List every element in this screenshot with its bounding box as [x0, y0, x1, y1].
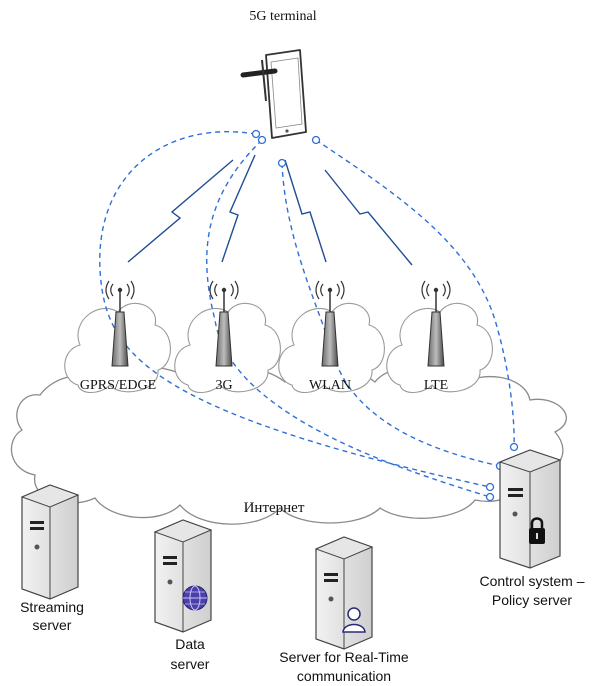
dashed-link-wlan — [281, 162, 501, 467]
control-server-label: Control system – Policy server — [479, 572, 584, 610]
network-label-wlan: WLAN — [309, 378, 351, 393]
data-server-label-line1: Data — [175, 636, 205, 652]
lock-icon — [529, 517, 545, 544]
dashed-link-lte — [315, 139, 515, 448]
streaming-server-label: Streaming server — [20, 598, 84, 634]
network-label-3g: 3G — [215, 378, 233, 393]
endpoint-terminal-2 — [257, 135, 267, 145]
server-icon — [153, 519, 213, 633]
server-icon — [314, 536, 374, 650]
wireless-link-lte — [324, 169, 413, 266]
tablet-with-stylus-icon — [240, 49, 307, 139]
wireless-link-gprs — [127, 159, 234, 263]
dashed-link-gprs — [99, 130, 491, 488]
server-icon — [20, 484, 80, 600]
control-server-label-line2: Policy server — [491, 592, 573, 608]
network-label-gprs: GPRS/EDGE — [79, 378, 157, 393]
internet-label: Интернет — [243, 500, 305, 516]
endpoint-control-4 — [485, 492, 495, 502]
endpoint-terminal-4 — [311, 135, 321, 145]
globe-icon — [182, 585, 208, 611]
cell-tower-icon — [209, 280, 239, 367]
data-server-label-line2: server — [170, 656, 210, 672]
link-endpoints — [251, 129, 519, 502]
realtime-server-label: Server for Real-Time communication — [279, 648, 408, 686]
wireless-link-3g — [221, 154, 256, 263]
cell-tower-icon — [421, 280, 451, 367]
realtime-server-label-line2: communication — [296, 668, 392, 684]
control-server-label-line1: Control system – — [479, 573, 585, 589]
terminal-label: 5G terminal — [249, 9, 317, 24]
wireless-link-wlan — [284, 159, 327, 263]
data-server-label: Data server — [171, 634, 210, 674]
endpoint-control-1 — [509, 442, 519, 452]
streaming-server-label-line2: server — [32, 617, 72, 633]
wireless-links — [127, 154, 413, 266]
endpoint-control-3 — [485, 482, 495, 492]
streaming-server-label-line1: Streaming — [20, 599, 84, 615]
endpoint-terminal-3 — [277, 158, 287, 168]
server-icon — [498, 449, 562, 569]
user-icon — [342, 607, 366, 633]
cell-tower-icon — [315, 280, 345, 367]
network-label-lte: LTE — [423, 378, 449, 393]
cell-tower-icon — [105, 280, 135, 367]
realtime-server-label-line1: Server for Real-Time — [279, 649, 409, 665]
endpoint-terminal-1 — [251, 129, 261, 139]
